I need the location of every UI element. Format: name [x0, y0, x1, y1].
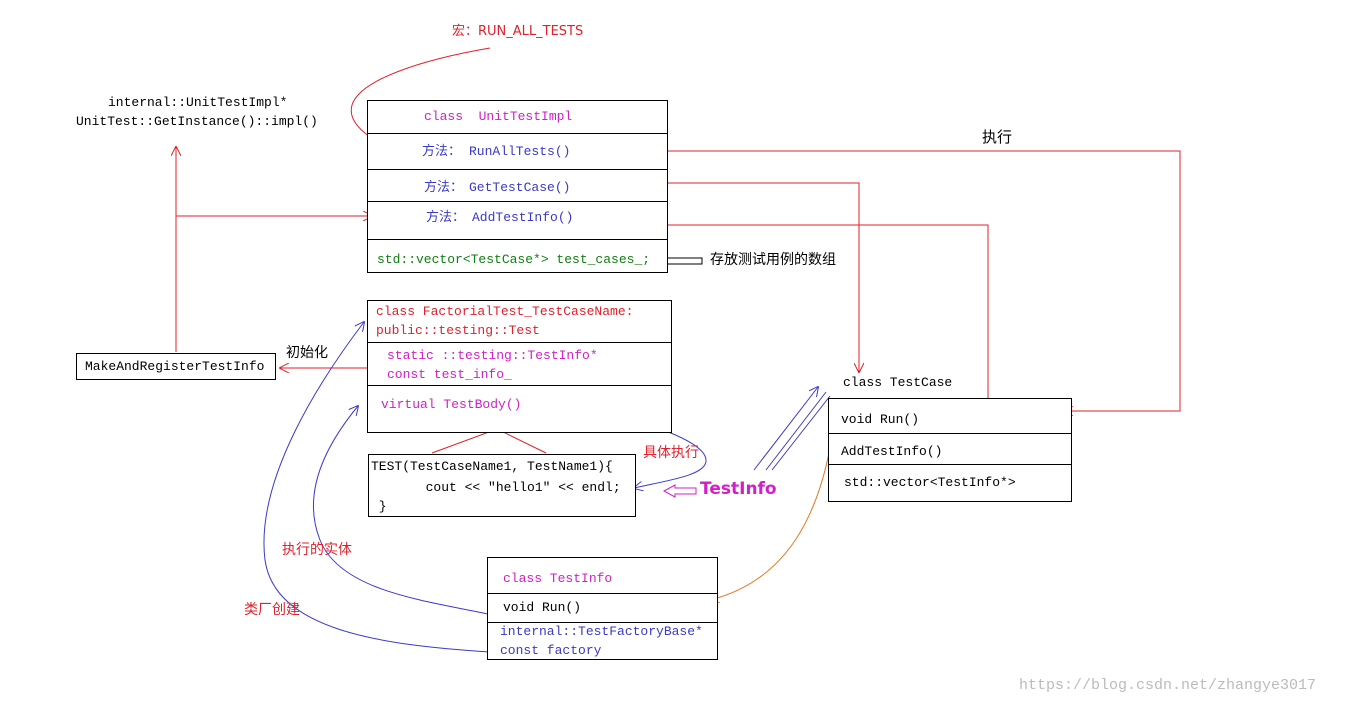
test-macro-box: TEST(TestCaseName1, TestName1){ cout << …	[368, 454, 636, 517]
testinfo-class-title: class TestInfo	[503, 571, 613, 586]
make-register-box: MakeAndRegisterTestInfo	[76, 353, 276, 380]
test-macro-line2: cout << "hello1" << endl;	[371, 480, 621, 495]
unittestimpl-method-gettestcase: 方法： GetTestCase()	[368, 169, 667, 201]
test-cases-field: std::vector<TestCase*> test_cases_;	[377, 252, 651, 267]
testinfo-to-testcase-line1	[753, 387, 818, 471]
testinfo-field-row: internal::TestFactoryBase* const factory	[488, 622, 717, 661]
testinfo-to-testcase-line3	[771, 395, 831, 471]
testinfo-run-row: void Run()	[488, 593, 717, 622]
factorialtest-title-line1: class FactorialTest_TestCaseName:	[376, 304, 634, 319]
testcase-addtestinfo-method: AddTestInfo()	[841, 444, 943, 459]
test-info-field-line2: const test_info_	[387, 367, 512, 382]
factory-field-line2: const factory	[500, 643, 602, 658]
unittestimpl-title: class UnitTestImpl	[424, 109, 573, 124]
testcase-addtestinfo-row: AddTestInfo()	[829, 433, 1071, 464]
factorialtest-title-row: class FactorialTest_TestCaseName: public…	[368, 301, 671, 342]
exec-entity-label: 执行的实体	[282, 542, 352, 558]
concrete-exec-label: 具体执行	[643, 445, 699, 461]
factorialtest-field-row: static ::testing::TestInfo* const test_i…	[368, 342, 671, 385]
unittestimpl-title-row: class UnitTestImpl	[368, 101, 667, 133]
factory-field-line1: internal::TestFactoryBase*	[500, 624, 703, 639]
execute-arrow	[650, 150, 1181, 411]
gettestcase-prefix: 方法：	[424, 180, 464, 195]
gettestcase-arrow	[656, 182, 859, 372]
unittestimpl-field-row: std::vector<TestCase*> test_cases_;	[368, 239, 667, 274]
testcase-field-row: std::vector<TestInfo*>	[829, 464, 1071, 503]
testinfo-title-row: class TestInfo	[488, 558, 717, 593]
addtestinfo-arrow	[648, 224, 988, 448]
runalltests-prefix: 方法：	[422, 144, 462, 159]
testcase-title: class TestCase	[843, 375, 953, 390]
factorialtest-title-line2: public::testing::Test	[376, 323, 540, 338]
addtestinfo-name: AddTestInfo()	[472, 210, 574, 225]
init-label: 初始化	[286, 345, 328, 361]
unittestimpl-box: class UnitTestImpl 方法： RunAllTests() 方法：…	[367, 100, 668, 273]
factory-create-arrow	[263, 322, 491, 653]
macro-label: 宏：RUN_ALL_TESTS	[452, 24, 584, 39]
gettestcase-name: GetTestCase()	[469, 180, 571, 195]
make-register-label: MakeAndRegisterTestInfo	[85, 359, 265, 374]
store-label: 存放测试用例的数组	[710, 252, 836, 268]
factory-create-label: 类厂创建	[244, 602, 300, 618]
unittestimpl-method-runalltests: 方法： RunAllTests()	[368, 133, 667, 169]
exec-entity-arrow	[313, 406, 489, 615]
runalltests-name: RunAllTests()	[469, 144, 571, 159]
testcase-testinfos-field: std::vector<TestInfo*>	[844, 475, 1016, 490]
testcase-run-row: void Run()	[829, 399, 1071, 433]
testbody-method: virtual TestBody()	[381, 397, 522, 412]
execute-label: 执行	[982, 128, 1013, 146]
test-info-field-line1: static ::testing::TestInfo*	[387, 348, 598, 363]
testcase-box: void Run() AddTestInfo() std::vector<Tes…	[828, 398, 1072, 502]
instance-label-line1: internal::UnitTestImpl*	[108, 95, 288, 110]
watermark: https://blog.csdn.net/zhangye3017	[1019, 677, 1317, 694]
testinfo-to-testcase-line2	[765, 391, 827, 471]
addtestinfo-prefix: 方法：	[426, 210, 466, 225]
testinfo-hollow-arrow	[662, 484, 697, 498]
test-macro-line3: }	[371, 499, 387, 514]
unittestimpl-method-addtestinfo: 方法： AddTestInfo()	[368, 201, 667, 239]
testinfo-box: class TestInfo void Run() internal::Test…	[487, 557, 718, 660]
factorialtest-box: class FactorialTest_TestCaseName: public…	[367, 300, 672, 433]
instance-label-line2: UnitTest::GetInstance()::impl()	[76, 114, 318, 129]
testinfo-run-method: void Run()	[503, 600, 582, 615]
factorialtest-method-row: virtual TestBody()	[368, 385, 671, 434]
testinfo-label: TestInfo	[700, 479, 777, 499]
testcase-to-testinfo-arrow	[710, 447, 831, 600]
test-macro-line1: TEST(TestCaseName1, TestName1){	[371, 459, 613, 474]
testcase-run-method: void Run()	[841, 412, 920, 427]
